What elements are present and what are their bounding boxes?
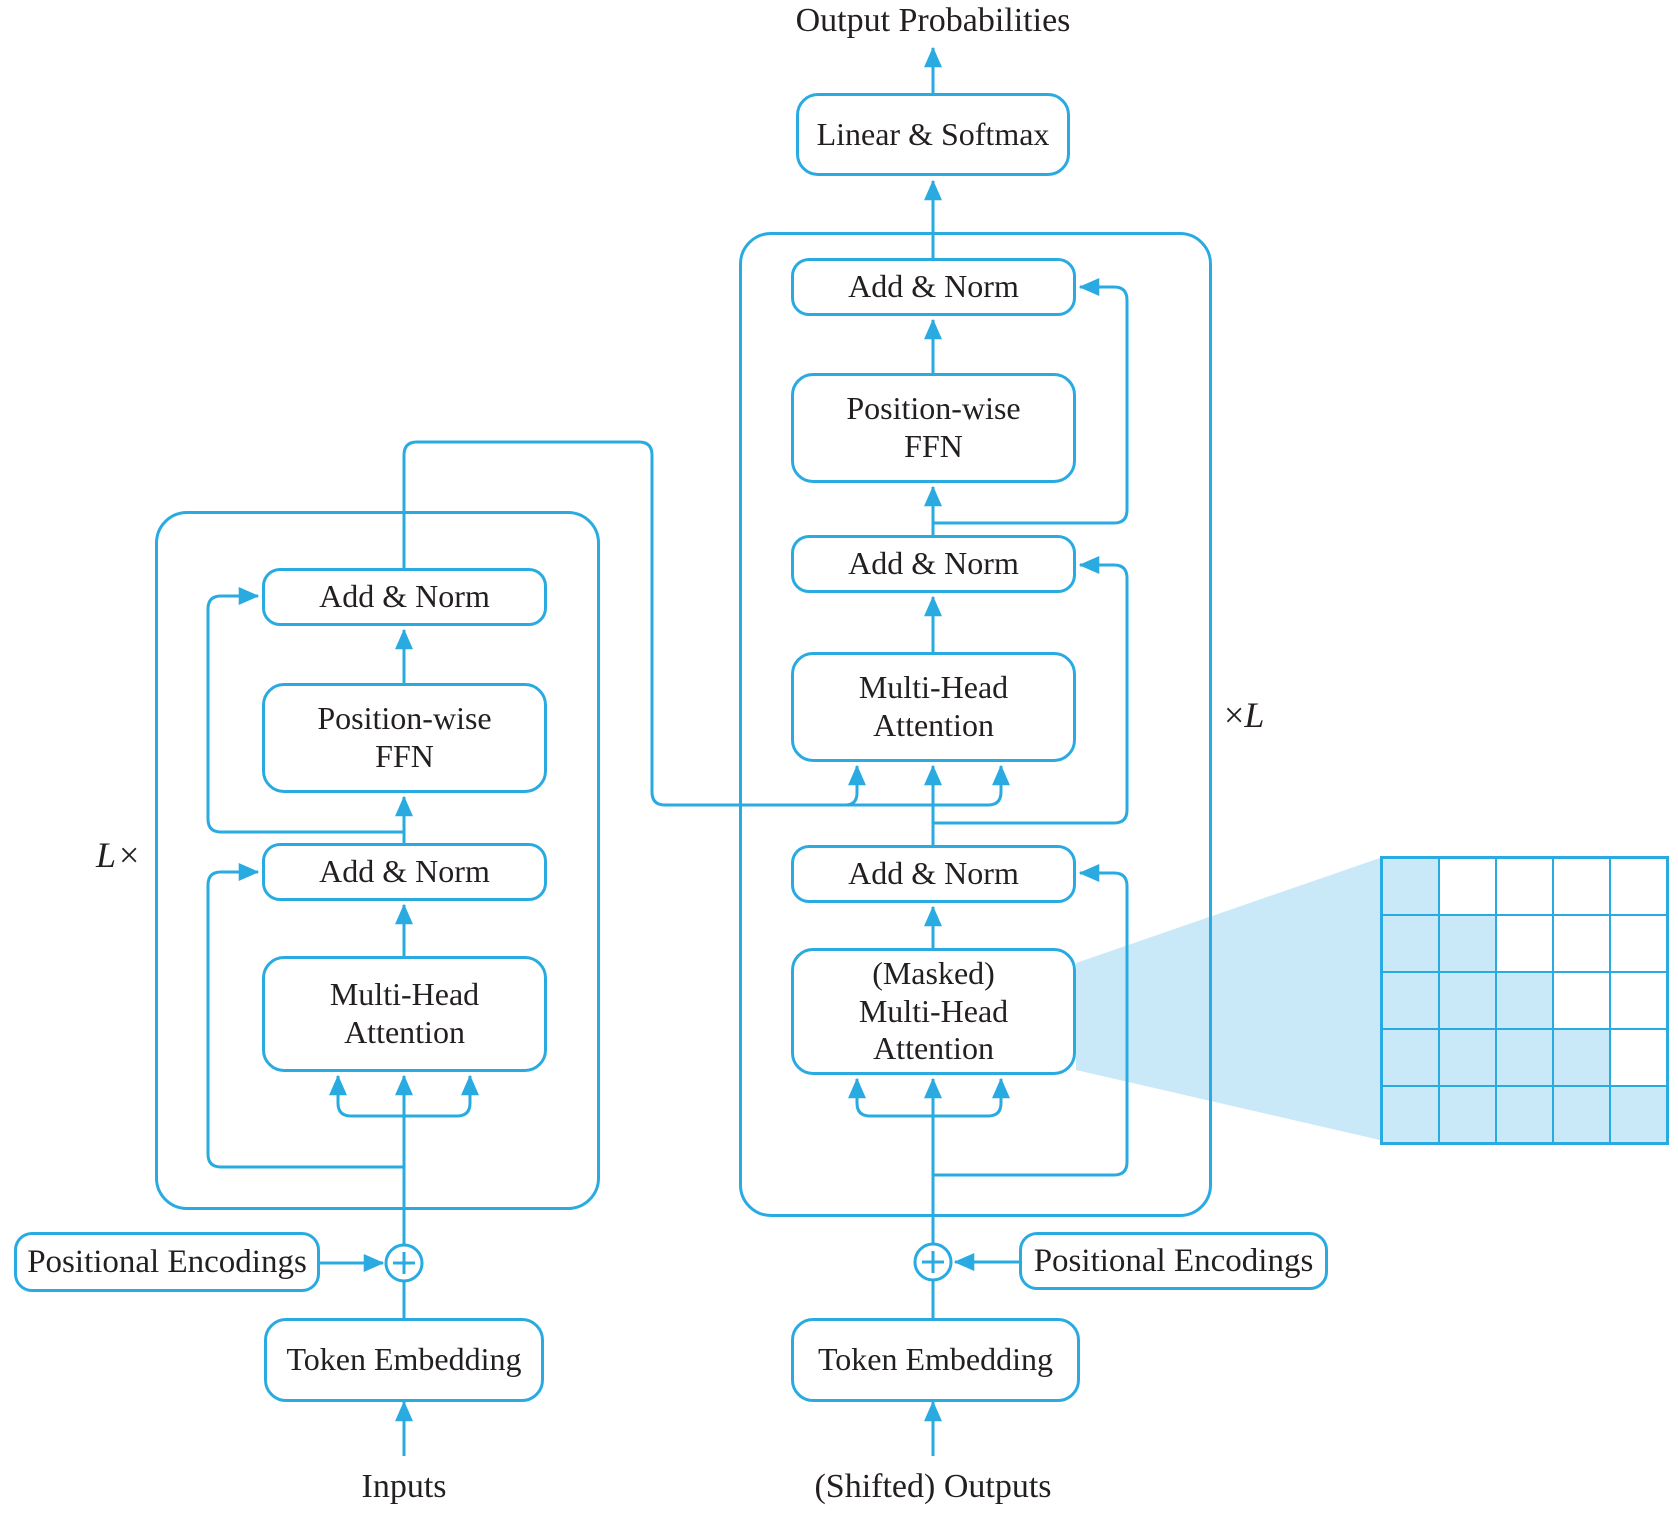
positional-encodings-left-block: Positional Encodings (14, 1232, 320, 1292)
mask-cell-visible (1382, 858, 1439, 915)
wire-decoder-residual-masked-mha (933, 864, 1129, 1177)
encoder-add-norm-bottom-block: Add & Norm (262, 843, 547, 901)
wire-encoder-feed-left-branch (844, 764, 866, 807)
encoder-mha-block: Multi-Head Attention (262, 956, 547, 1072)
wire-encoder-mha-right-arrow (404, 1074, 479, 1118)
decoder-add-norm-bottom-block: Add & Norm (791, 845, 1076, 903)
wire-decoder-residual-cross-mha (933, 556, 1129, 825)
mask-cell-masked (1553, 858, 1610, 915)
attention-mask-matrix (1380, 856, 1669, 1145)
wire-encoder-mha-left-arrow (329, 1074, 404, 1118)
wire-masked-mha-left-arrow (848, 1077, 933, 1118)
encoder-repeat-times: × (119, 835, 140, 875)
encoder-repeat-label: L × (96, 834, 139, 876)
mask-cell-visible (1439, 915, 1496, 972)
decoder-mha-label-line2: Attention (873, 707, 994, 743)
mask-cell-masked (1553, 915, 1610, 972)
output-probabilities-label: Output Probabilities (795, 2, 1071, 39)
decoder-repeat-label: ×L (1224, 694, 1264, 736)
mask-cell-visible (1382, 1029, 1439, 1086)
decoder-add-norm-mid-block: Add & Norm (791, 535, 1076, 593)
mask-cell-visible (1382, 972, 1439, 1029)
mask-cell-visible (1439, 1029, 1496, 1086)
decoder-ffn-label-line2: FFN (904, 428, 963, 464)
masked-mha-block: (Masked) Multi-Head Attention (791, 948, 1076, 1075)
encoder-mha-label-line1: Multi-Head (329, 976, 480, 1013)
mask-cell-visible (1553, 1029, 1610, 1086)
encoder-repeat-l: L (96, 835, 117, 875)
masked-mha-label-line1: (Masked) (872, 954, 995, 991)
encoder-add-norm-top-block: Add & Norm (262, 568, 547, 626)
encoder-stack-container (155, 511, 600, 1210)
decoder-mha-block: Multi-Head Attention (791, 652, 1076, 762)
decoder-stack-container (739, 232, 1212, 1217)
encoder-mha-label-line2: Attention (344, 1014, 465, 1050)
decoder-repeat-l: L (1244, 695, 1265, 735)
wire-masked-mha-right-arrow (933, 1077, 1010, 1118)
decoder-add-norm-top-label: Add & Norm (848, 268, 1019, 305)
wire-encoder-to-decoder-feed (402, 440, 1010, 807)
decoder-ffn-block: Position-wise FFN (791, 373, 1076, 483)
mask-cell-masked (1496, 858, 1553, 915)
encoder-ffn-label-line2: FFN (375, 738, 434, 774)
mask-cell-visible (1496, 1086, 1553, 1143)
decoder-ffn-label-line1: Position-wise (846, 390, 1021, 427)
mask-cell-masked (1610, 1029, 1667, 1086)
positional-encodings-right-label: Positional Encodings (1033, 1242, 1314, 1279)
mask-cell-visible (1382, 1086, 1439, 1143)
mask-cell-masked (1439, 858, 1496, 915)
mask-cell-visible (1553, 1086, 1610, 1143)
add-node-right (913, 1242, 953, 1282)
wire-encoder-residual-mha (206, 863, 404, 1169)
add-node-left (384, 1243, 424, 1283)
mask-cell-masked (1610, 972, 1667, 1029)
mask-cell-visible (1439, 972, 1496, 1029)
token-embedding-right-label: Token Embedding (817, 1341, 1054, 1378)
decoder-repeat-times: × (1224, 695, 1245, 735)
mask-cell-visible (1496, 972, 1553, 1029)
wire-encoder-residual-ffn (206, 587, 404, 834)
decoder-mha-label-line1: Multi-Head (858, 669, 1009, 706)
encoder-ffn-block: Position-wise FFN (262, 683, 547, 793)
token-embedding-left-label: Token Embedding (286, 1341, 522, 1378)
linear-softmax-block: Linear & Softmax (796, 93, 1070, 176)
token-embedding-right-block: Token Embedding (791, 1318, 1080, 1402)
positional-encodings-left-label: Positional Encodings (27, 1243, 307, 1280)
decoder-add-norm-top-block: Add & Norm (791, 258, 1076, 316)
mask-cell-visible (1496, 1029, 1553, 1086)
encoder-add-norm-bottom-label: Add & Norm (319, 853, 490, 890)
decoder-add-norm-mid-label: Add & Norm (848, 545, 1019, 582)
mask-cell-visible (1610, 1086, 1667, 1143)
encoder-add-norm-top-label: Add & Norm (319, 578, 490, 615)
masked-mha-label-line3: Attention (873, 1030, 994, 1067)
mask-cell-visible (1439, 1086, 1496, 1143)
positional-encodings-right-block: Positional Encodings (1019, 1232, 1328, 1290)
encoder-ffn-label-line1: Position-wise (317, 700, 492, 737)
shifted-outputs-label: (Shifted) Outputs (814, 1468, 1052, 1505)
mask-cell-masked (1496, 915, 1553, 972)
mask-cell-masked (1610, 858, 1667, 915)
mask-cell-masked (1553, 972, 1610, 1029)
mask-cell-masked (1610, 915, 1667, 972)
inputs-label: Inputs (361, 1468, 447, 1505)
token-embedding-left-block: Token Embedding (264, 1318, 544, 1402)
mask-callout-trapezoid (1076, 858, 1380, 1140)
linear-softmax-label: Linear & Softmax (816, 115, 1050, 152)
masked-mha-label-line2: Multi-Head (858, 992, 1009, 1029)
mask-cell-visible (1382, 915, 1439, 972)
wire-decoder-residual-ffn (933, 278, 1129, 525)
decoder-add-norm-bottom-label: Add & Norm (848, 855, 1019, 892)
